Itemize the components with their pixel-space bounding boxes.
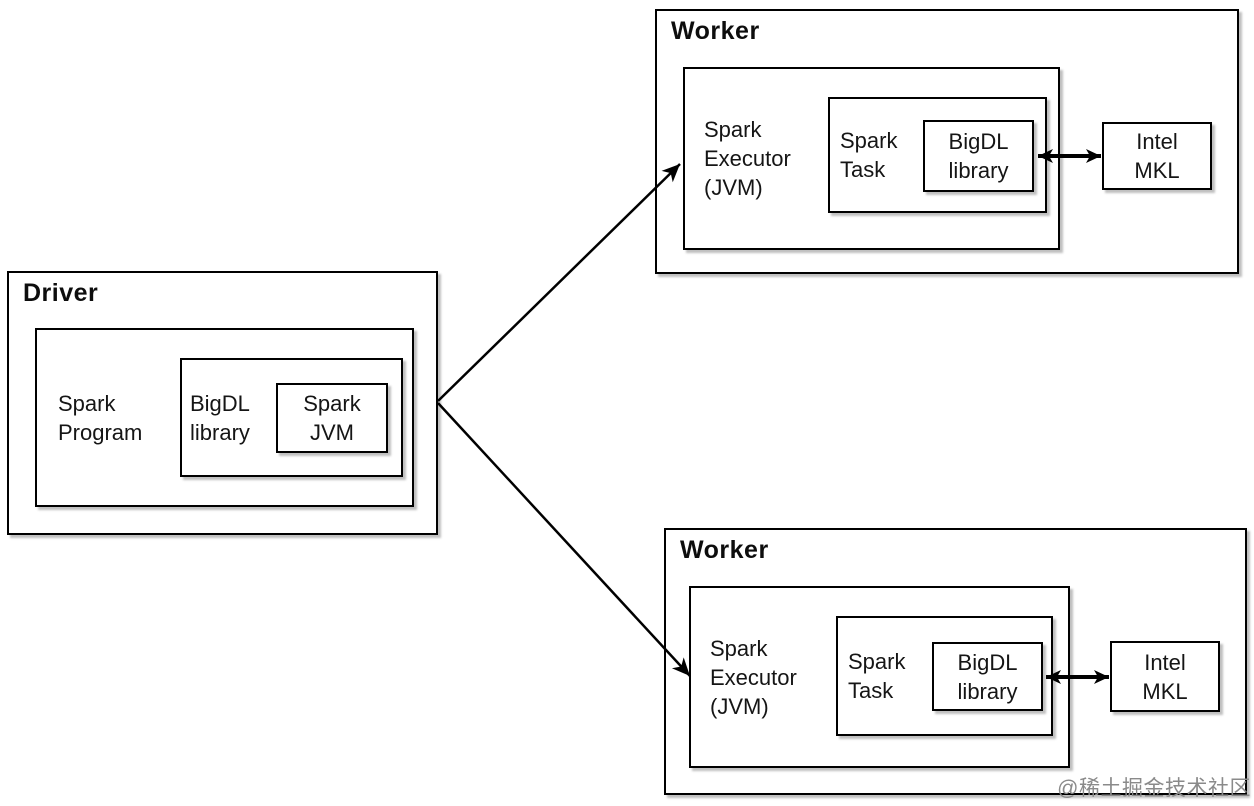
- worker2-title: Worker: [680, 536, 769, 564]
- worker1-spark-executor-label: Spark Executor (JVM): [704, 117, 791, 200]
- spark-program-label: Spark Program: [58, 390, 143, 445]
- worker2-intel-mkl-box: Intel MKL: [1110, 641, 1220, 712]
- worker1-intel-mkl-label: Intel MKL: [1134, 129, 1180, 183]
- worker2-bigdl-library-label: BigDL library: [957, 649, 1018, 704]
- worker1-intel-mkl-box: Intel MKL: [1102, 122, 1212, 190]
- watermark-text: @稀土掘金技术社区: [1057, 777, 1251, 800]
- worker1-title: Worker: [671, 17, 760, 45]
- arrow-driver-to-worker1: [437, 163, 681, 402]
- worker1-bigdl-library-box: BigDL library: [923, 120, 1034, 192]
- worker2-spark-executor-label: Spark Executor (JVM): [710, 635, 797, 719]
- worker2-intel-mkl-label: Intel MKL: [1142, 649, 1188, 704]
- driver-spark-jvm-label: Spark JVM: [303, 391, 361, 445]
- worker2-bigdl-library-box: BigDL library: [932, 642, 1043, 711]
- worker2-spark-task-label: Spark Task: [848, 649, 906, 703]
- driver-spark-jvm-box: Spark JVM: [276, 383, 388, 453]
- arrow-driver-to-worker2: [437, 402, 691, 677]
- driver-title: Driver: [23, 279, 99, 307]
- worker1-spark-task-label: Spark Task: [840, 128, 898, 182]
- driver-bigdl-library-label: BigDL library: [190, 390, 250, 445]
- worker1-bigdl-library-label: BigDL library: [948, 129, 1009, 183]
